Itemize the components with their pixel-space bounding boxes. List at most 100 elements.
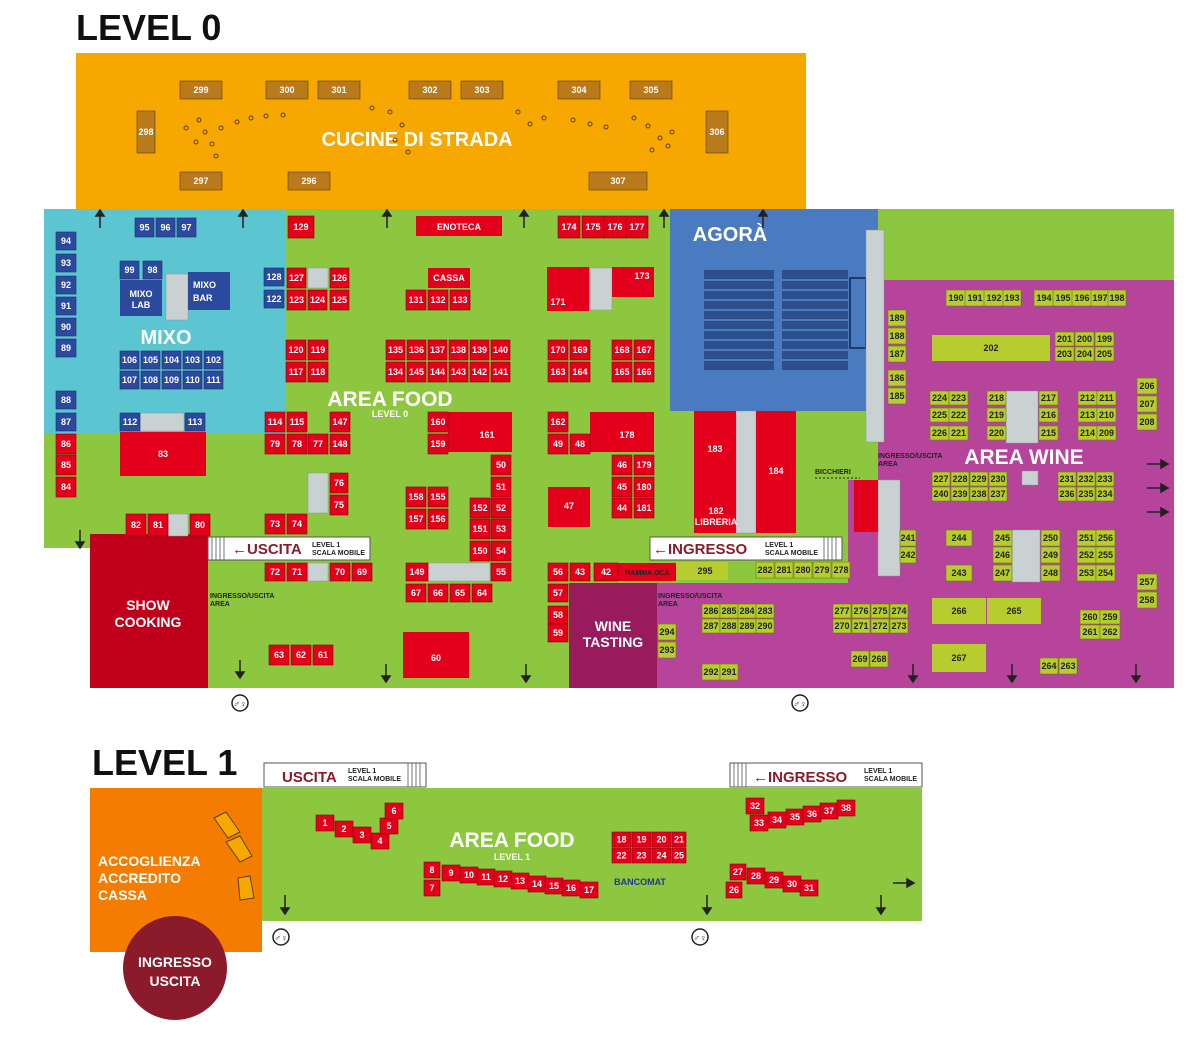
stand-1-box[interactable]	[315, 814, 335, 832]
stand-180-box[interactable]	[633, 476, 655, 498]
stand-136-box[interactable]	[406, 339, 427, 361]
stand-123-box[interactable]	[286, 289, 307, 311]
stand-56-box[interactable]	[547, 562, 569, 582]
stand-122-box[interactable]	[263, 289, 285, 309]
stand-75-box[interactable]	[329, 494, 349, 516]
stand-173[interactable]: 173	[634, 271, 649, 281]
stand-239-box[interactable]	[950, 486, 970, 502]
stand-238-box[interactable]	[969, 486, 989, 502]
stand-71-box[interactable]	[286, 562, 308, 582]
stand-273-box[interactable]	[889, 618, 909, 634]
ingresso-escalator-0[interactable]	[649, 536, 843, 561]
stand-274-box[interactable]	[889, 603, 909, 619]
stand-306-box[interactable]	[705, 110, 729, 154]
stand-60[interactable]: 60	[431, 653, 441, 663]
stand-234-box[interactable]	[1095, 486, 1115, 502]
mixo-bar-block[interactable]	[188, 272, 230, 310]
stand-157-box[interactable]	[405, 508, 427, 530]
stand-18-box[interactable]	[611, 831, 632, 848]
stand-183[interactable]: 183	[707, 444, 722, 454]
zone-area-wine[interactable]	[656, 280, 1174, 688]
stand-150-box[interactable]	[469, 540, 491, 562]
stand-45-box[interactable]	[611, 476, 633, 498]
stand-290-box[interactable]	[755, 618, 775, 634]
stand-62-box[interactable]	[290, 644, 312, 666]
stand-304-box[interactable]	[557, 80, 601, 100]
stand-171[interactable]: 171	[550, 297, 565, 307]
stand-221-box[interactable]	[948, 425, 969, 441]
stand-67-box[interactable]	[405, 583, 427, 603]
stand-92-box[interactable]	[55, 275, 77, 295]
stand-161[interactable]: 161	[479, 430, 494, 440]
stand-64-box[interactable]	[471, 583, 493, 603]
stand-91-box[interactable]	[55, 296, 77, 316]
stand-139-box[interactable]	[469, 339, 490, 361]
stand-69-box[interactable]	[351, 562, 373, 582]
stand-223-box[interactable]	[948, 390, 969, 406]
stand-202[interactable]: 202	[983, 343, 998, 353]
stand-108-box[interactable]	[140, 370, 161, 390]
stand-84-box[interactable]	[55, 476, 77, 498]
stand-272-box[interactable]	[870, 618, 890, 634]
stand-50-box[interactable]	[490, 454, 512, 476]
stand-87-box[interactable]	[55, 412, 77, 432]
stand-270-box[interactable]	[832, 618, 852, 634]
stand-19-box[interactable]	[631, 831, 652, 848]
stand-74-box[interactable]	[286, 513, 308, 535]
stand-300-box[interactable]	[265, 80, 309, 100]
stand-267[interactable]: 267	[951, 653, 966, 663]
stand-305-box[interactable]	[629, 80, 673, 100]
stand-129-box[interactable]	[287, 215, 315, 239]
stand-134-box[interactable]	[385, 361, 406, 383]
stand-174-box[interactable]	[557, 215, 581, 239]
stand-208-box[interactable]	[1136, 413, 1158, 431]
stand-296-box[interactable]	[287, 171, 331, 191]
stand-217-box[interactable]	[1038, 390, 1059, 406]
uscita-escalator-1[interactable]	[263, 762, 427, 788]
stand-162-box[interactable]	[547, 411, 569, 433]
ingresso-escalator-1[interactable]	[729, 762, 923, 788]
stand-133-box[interactable]	[449, 289, 471, 311]
stand-148-box[interactable]	[329, 433, 351, 455]
stand-293-box[interactable]	[657, 641, 677, 659]
stand-98-box[interactable]	[142, 260, 163, 280]
stand-48-box[interactable]	[569, 433, 591, 455]
stand-86-box[interactable]	[55, 433, 77, 455]
stand-169-box[interactable]	[569, 339, 591, 361]
stand-85-box[interactable]	[55, 454, 77, 476]
stand-53-box[interactable]	[490, 518, 512, 540]
stand-204-box[interactable]	[1074, 346, 1095, 362]
stand-32-box[interactable]	[745, 797, 765, 815]
stand-72-box[interactable]	[264, 562, 286, 582]
stand-107-box[interactable]	[119, 370, 140, 390]
stand-268-box[interactable]	[869, 650, 889, 668]
stand-222-box[interactable]	[948, 407, 969, 423]
stand-264-box[interactable]	[1039, 657, 1059, 675]
stand-117-box[interactable]	[285, 361, 307, 383]
stand-181-box[interactable]	[633, 497, 655, 519]
stand-105-box[interactable]	[140, 350, 161, 370]
stand-27-box[interactable]	[729, 863, 747, 881]
stand-199-box[interactable]	[1094, 331, 1115, 347]
stand-200-box[interactable]	[1074, 331, 1095, 347]
stand-109-box[interactable]	[161, 370, 182, 390]
stand-294-box[interactable]	[657, 623, 677, 641]
main-entrance-circle[interactable]	[123, 916, 227, 1020]
stand-93-box[interactable]	[55, 253, 77, 273]
stand-131-box[interactable]	[405, 289, 427, 311]
stand-152-box[interactable]	[469, 497, 491, 519]
stand-179-box[interactable]	[633, 454, 655, 476]
stand-279-box[interactable]	[812, 561, 832, 579]
stand-113-box[interactable]	[184, 412, 206, 432]
stand-266[interactable]: 266	[951, 606, 966, 616]
stand-145-box[interactable]	[406, 361, 427, 383]
stand-66-box[interactable]	[427, 583, 449, 603]
stand-232-box[interactable]	[1076, 471, 1096, 487]
stand-159-box[interactable]	[427, 433, 449, 455]
stand-25-box[interactable]	[671, 847, 687, 864]
stand-216-box[interactable]	[1038, 407, 1059, 423]
stand-144-box[interactable]	[427, 361, 448, 383]
stand-246-box[interactable]	[992, 546, 1013, 564]
stand-23-box[interactable]	[631, 847, 652, 864]
stand-77-box[interactable]	[307, 433, 329, 455]
